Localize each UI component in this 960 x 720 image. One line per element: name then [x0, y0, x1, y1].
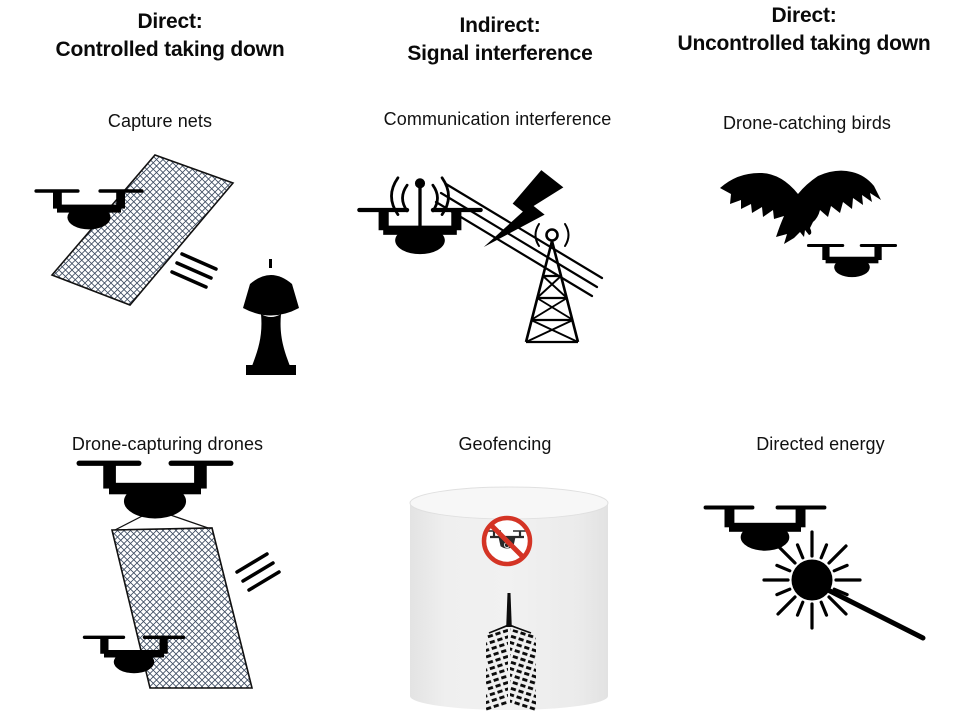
method-label-drone-capturing-drones: Drone-capturing drones [71, 434, 264, 454]
lightning-bolt-icon [483, 170, 564, 248]
drone-icon [34, 189, 144, 230]
drone-capturing-drone-icon [76, 460, 281, 689]
control-tower-icon [243, 259, 299, 375]
capturing-drone-icon [76, 460, 234, 519]
drone-catching-bird-icon [720, 170, 898, 278]
motion-lines-icon [170, 252, 218, 289]
skyscraper-icon [486, 593, 536, 713]
column-header-direct-uncontrolled: Direct: Uncontrolled taking down [648, 2, 960, 58]
column-header-indirect: Indirect: Signal interference [355, 12, 645, 68]
header-line-2: Signal interference [407, 42, 593, 65]
header-line-1: Indirect: [459, 14, 541, 37]
no-drone-sign-icon [481, 515, 533, 567]
motion-lines-icon [235, 552, 281, 592]
drone-icon [703, 505, 827, 551]
geofencing-icon [409, 486, 609, 713]
energy-burst-icon [762, 530, 862, 630]
method-label-capture-nets: Capture nets [107, 111, 213, 131]
communication-interference-icon [357, 170, 604, 344]
method-label-geofencing: Geofencing [458, 434, 552, 454]
captured-drone-icon [82, 635, 186, 674]
drone-icon [806, 244, 898, 278]
column-header-direct-controlled: Direct: Controlled taking down [25, 8, 315, 64]
energy-beam-icon [825, 587, 926, 641]
radio-tower-icon [524, 223, 580, 344]
method-label-drone-catching-birds: Drone-catching birds [722, 113, 892, 133]
header-line-1: Direct: [771, 4, 837, 27]
method-label-communication-interference: Communication interference [383, 109, 612, 129]
energy-burst-core-icon [791, 559, 833, 601]
eagle-icon [720, 170, 881, 244]
method-label-directed-energy: Directed energy [756, 434, 885, 454]
drone-with-antenna-icon [357, 176, 483, 255]
header-line-2: Uncontrolled taking down [677, 32, 931, 55]
capture-net-icon [34, 154, 299, 375]
header-line-2: Controlled taking down [55, 38, 285, 61]
hanging-net-icon [110, 527, 254, 689]
net-panel-icon [50, 154, 235, 306]
directed-energy-icon [703, 505, 926, 641]
header-line-1: Direct: [137, 10, 203, 33]
